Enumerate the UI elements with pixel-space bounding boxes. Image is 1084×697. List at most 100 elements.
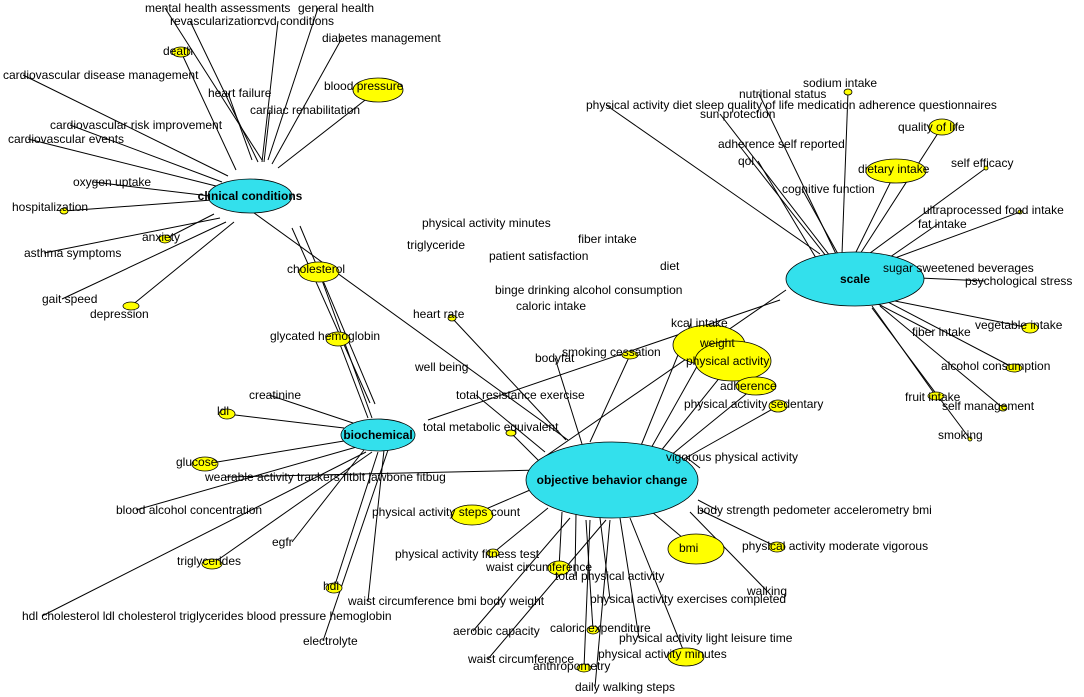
term-label: sodium intake [803,76,877,90]
term-label: revascularization [170,14,260,28]
term-label: hdl [323,579,339,593]
hub-link [427,299,781,421]
term-label: death [163,44,193,58]
term-edge [877,303,933,333]
term-label: triglycerides [177,554,241,568]
term-edge [699,509,778,548]
term-label: glucose [176,455,218,469]
term-edge [224,469,541,478]
hub-label-scale: scale [840,272,870,286]
term-node [998,404,1008,412]
term-label: binge drinking alcohol consumption [495,283,682,297]
term-label: triglyceride [407,238,465,252]
term-edge [697,499,718,511]
term-edge [859,126,943,255]
term-edge [130,221,235,307]
hub-link [299,225,376,405]
term-edge [472,517,571,632]
term-node [735,376,777,396]
term-label: mental health assessments [145,1,290,15]
term-edge [599,517,611,600]
term-label: hdl cholesterol ldl cholesterol triglyce… [22,609,392,623]
term-label: diabetes management [322,31,441,45]
term-label: caloric intake [516,299,586,313]
hub-node-objective [525,441,699,519]
term-node [1017,209,1023,215]
term-edge [268,394,357,425]
term-edge [277,89,379,169]
term-node [171,46,191,58]
term-edge [261,20,279,163]
term-edge [271,37,343,165]
term-label: kcal intake [671,316,728,330]
term-node [352,77,404,103]
term-node [667,533,725,565]
term-label: oxygen uptake [73,175,151,189]
term-node [450,504,494,526]
term-label: physical activity [686,354,769,368]
term-edge [883,211,1021,263]
term-label: depression [90,307,149,321]
term-edge [585,519,594,631]
term-node [122,301,140,311]
term-label: self management [942,399,1035,413]
term-edge [451,317,567,441]
term-node [218,408,236,420]
term-edge [669,385,757,457]
term-node [967,436,973,442]
term-label: fruit intake [905,390,961,404]
term-label: cardiovascular disease management [3,68,199,82]
hub-link [539,289,787,461]
term-edge [135,445,361,511]
nodes [59,46,1039,673]
term-node [586,625,600,635]
term-label: general health [298,1,374,15]
term-label: vigorous physical activity [666,450,798,464]
term-node [768,399,788,413]
term-label: hospitalization [12,200,88,214]
term-label: sun protection [700,107,775,121]
term-edge [887,301,1015,369]
term-label: smoking cessation [562,345,661,359]
term-label: vegetable intake [975,318,1063,332]
term-label: sugar sweetened beverages [883,261,1034,275]
term-label: total metabolic equivalent [423,420,559,434]
term-label: asthma symptoms [24,246,121,260]
term-label: physical activity light leisure time [619,631,793,645]
term-edge [589,354,631,443]
term-edge [689,511,768,592]
term-edge [92,181,211,197]
term-label: psychological stress [965,274,1072,288]
term-node [694,340,772,382]
term-edge [737,143,827,257]
term-label: glycated hemoglobin [270,329,380,343]
term-label: self efficacy [951,156,1013,170]
term-edge [619,517,640,639]
term-edge [605,104,821,255]
term-node [667,647,705,667]
term-node [768,541,786,553]
term-node [927,391,945,401]
term-node [325,582,343,594]
term-label: weight [699,336,735,350]
term-label: blood alcohol concentration [116,503,262,517]
term-label: dietary intake [858,162,930,176]
term-edge [889,299,1031,329]
term-edge [263,109,271,163]
term-edge [267,7,319,161]
term-edge [510,432,541,463]
term-edge [211,451,373,565]
term-label: physical activity sedentary [684,397,823,411]
term-edge [757,160,817,259]
term-edge [227,92,253,161]
term-edge [337,338,369,419]
term-label: anxiety [142,230,180,244]
term-node [1021,322,1039,334]
term-edge [871,307,971,440]
term-label: bodyfat [535,351,575,365]
term-label: physical activity minutes [422,216,551,230]
hub-label-biochemical: biochemical [343,428,412,442]
term-edge [554,357,583,445]
term-label: adherence [720,379,777,393]
hub-node-biochemical [340,418,416,452]
